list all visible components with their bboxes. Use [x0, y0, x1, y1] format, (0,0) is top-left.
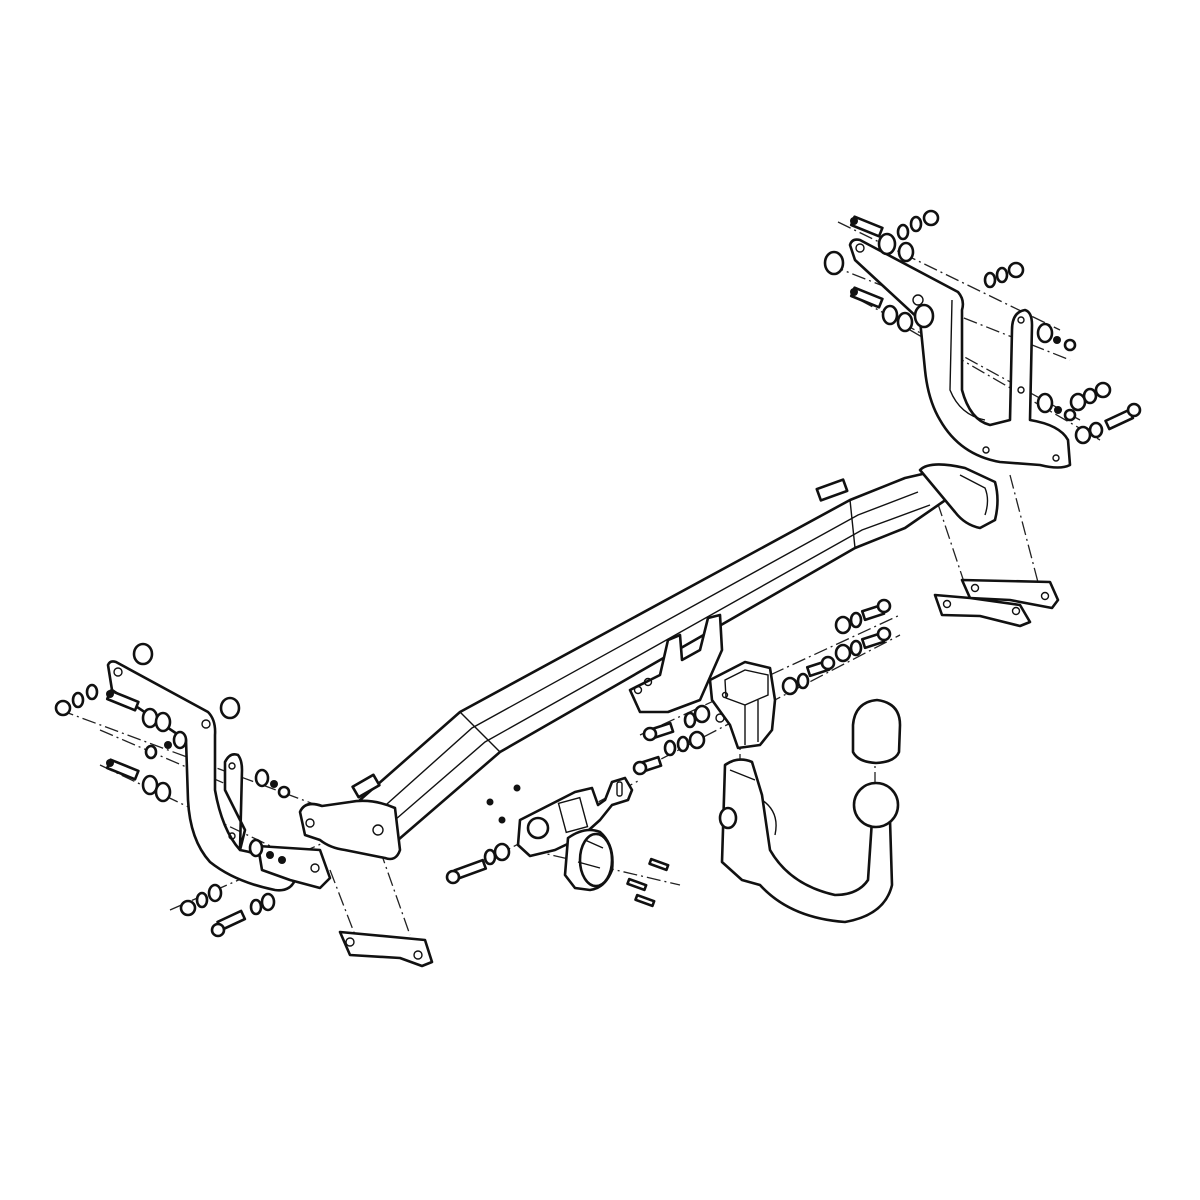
bolt-right-top-2	[849, 286, 884, 309]
left-lower-plate	[338, 930, 434, 968]
bolt-center-1	[860, 598, 892, 622]
main-crossbeam	[298, 463, 999, 861]
electrical-socket	[563, 828, 614, 892]
right-side-bracket	[848, 238, 1072, 469]
bolt-center-5	[632, 755, 663, 776]
socket-plate	[516, 776, 634, 858]
fasteners	[54, 209, 1142, 938]
bolt-center-3	[805, 655, 836, 678]
tow-ball-neck	[718, 758, 900, 924]
left-side-bracket	[106, 660, 332, 892]
ball-cap	[851, 698, 902, 765]
bolt-center-4	[642, 721, 675, 742]
receiver-housing	[708, 660, 777, 750]
right-lower-plates	[933, 578, 1060, 628]
bolt-left-top-2	[105, 758, 140, 781]
bolt-socket	[445, 858, 488, 885]
bolt-left-top-1	[105, 689, 140, 712]
bolt-left-bottom	[210, 909, 247, 938]
bolt-right-side	[1104, 402, 1142, 431]
bolt-center-2	[860, 626, 892, 650]
bolt-right-top-1	[849, 215, 884, 238]
